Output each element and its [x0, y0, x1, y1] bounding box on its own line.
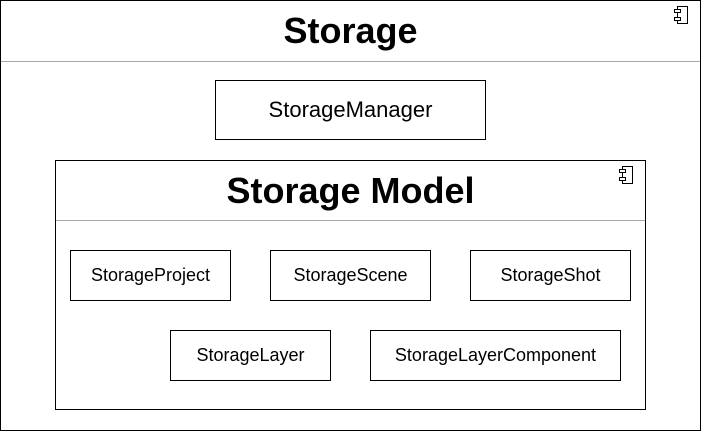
storage-layer-component-label: StorageLayerComponent: [394, 345, 597, 365]
storage-layer-component-box: StorageLayerComponent: [370, 330, 621, 381]
storage-project-label: StorageProject: [90, 265, 211, 285]
component-icon: [674, 6, 688, 24]
storage-scene-box: StorageScene: [270, 250, 431, 301]
storage-manager-label: StorageManager: [268, 97, 433, 122]
storage-manager-box: StorageManager: [215, 80, 486, 140]
storage-component-header: Storage: [1, 1, 700, 62]
storage-model-title: Storage Model: [226, 169, 475, 211]
storage-layer-label: StorageLayer: [196, 345, 305, 365]
storage-shot-label: StorageShot: [500, 265, 601, 285]
component-icon: [619, 166, 633, 184]
storage-scene-label: StorageScene: [293, 265, 408, 285]
storage-component-title: Storage: [283, 10, 418, 51]
storage-layer-box: StorageLayer: [170, 330, 331, 381]
storage-project-box: StorageProject: [70, 250, 231, 301]
storage-model-header: Storage Model: [56, 161, 645, 221]
storage-shot-box: StorageShot: [470, 250, 631, 301]
